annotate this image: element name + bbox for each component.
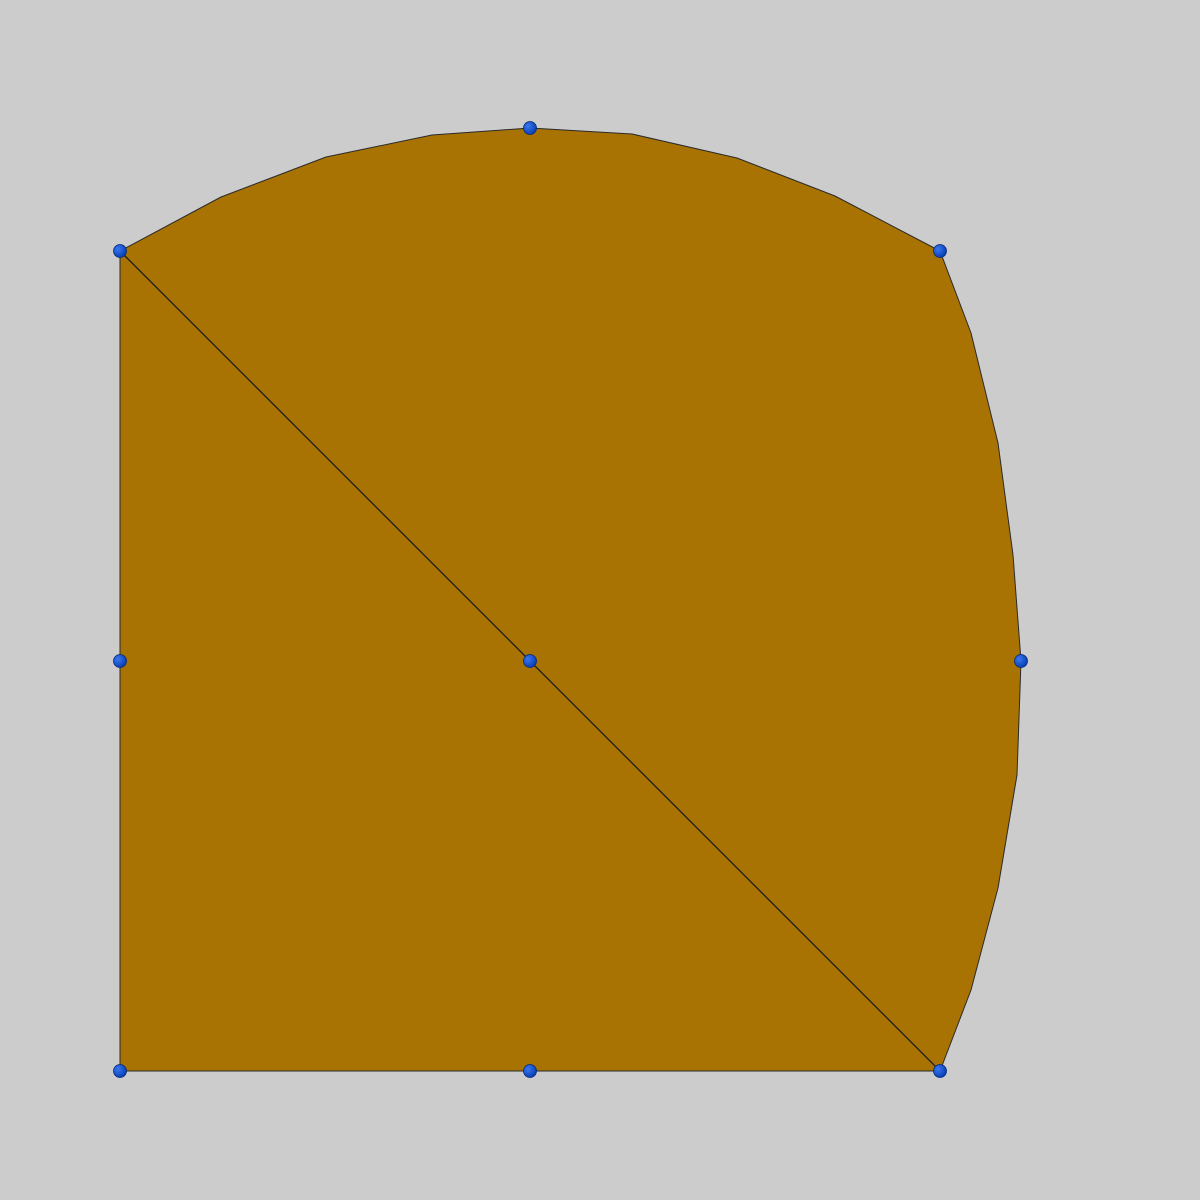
mesh-node-2[interactable] — [523, 121, 537, 135]
mesh-node-7[interactable] — [113, 1064, 127, 1078]
mesh-node-4[interactable] — [113, 654, 127, 668]
mesh-node-5[interactable] — [523, 654, 537, 668]
mesh-node-6[interactable] — [1014, 654, 1028, 668]
mesh-node-9[interactable] — [933, 1064, 947, 1078]
mesh-nodes — [113, 121, 1028, 1078]
mesh-element-upper[interactable] — [119, 127, 1022, 1072]
mesh-node-1[interactable] — [113, 244, 127, 258]
mesh-node-8[interactable] — [523, 1064, 537, 1078]
mesh-node-3[interactable] — [933, 244, 947, 258]
